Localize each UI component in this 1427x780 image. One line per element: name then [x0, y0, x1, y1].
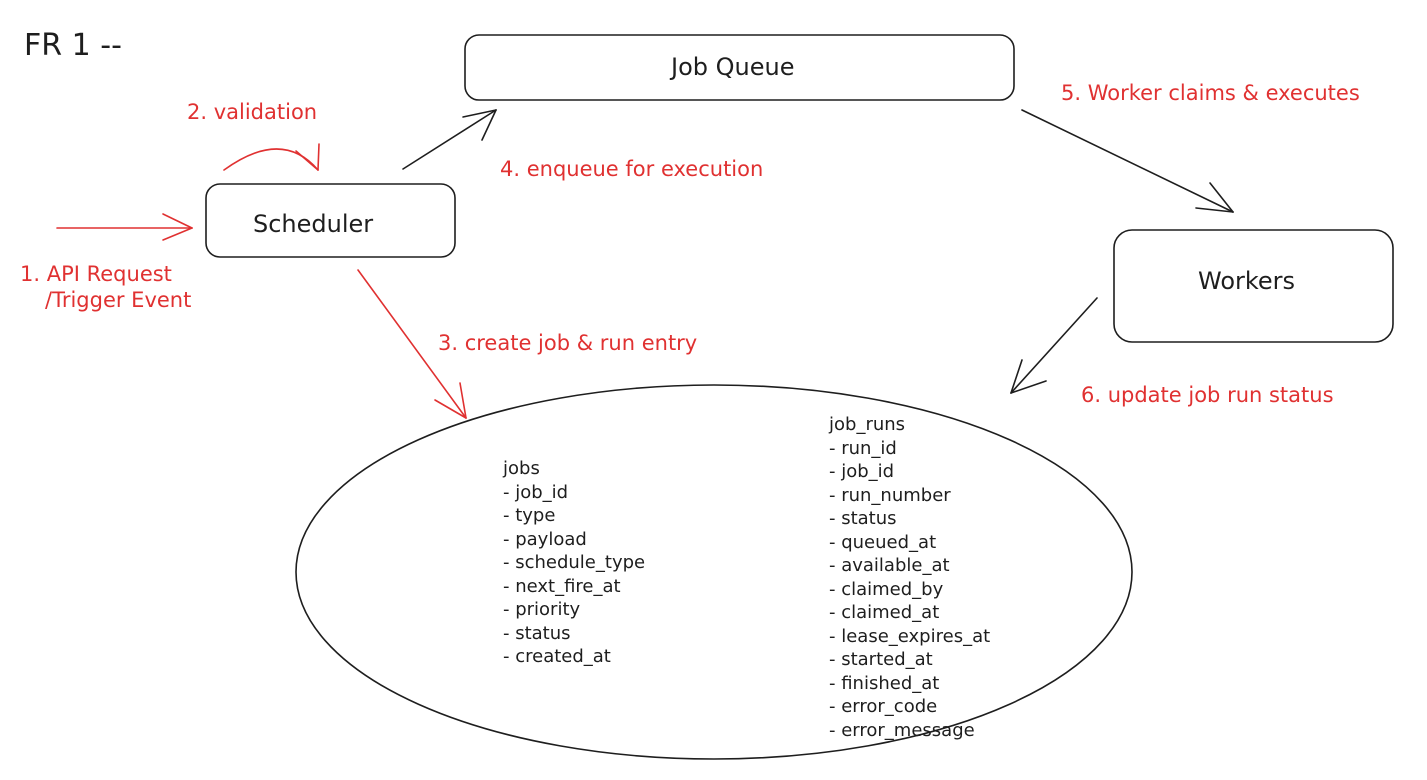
update-status-arrow — [1010, 297, 1098, 394]
job-runs-field: - claimed_by — [829, 578, 944, 600]
job-runs-field: - started_at — [829, 649, 933, 670]
jobs-table-name: jobs — [503, 458, 540, 479]
job-runs-table: job_runs - run_id - job_id - run_number … — [829, 413, 990, 742]
step1-label-line1: 1. API Request — [20, 262, 172, 286]
jobs-field: - next_fire_at — [503, 575, 621, 597]
request-arrow — [56, 213, 193, 241]
job-runs-field: - claimed_at — [829, 602, 940, 623]
enqueue-arrow — [402, 109, 497, 170]
database-ellipse[interactable] — [295, 384, 1133, 760]
create-entry-arrow — [357, 269, 467, 419]
step4-label: 4. enqueue for execution — [500, 157, 764, 181]
jobs-field: - schedule_type — [503, 552, 646, 573]
job-runs-field: - run_id — [829, 437, 897, 459]
diagram-title: FR 1 -- — [24, 28, 122, 63]
claim-arrow — [1021, 109, 1234, 213]
jobs-field: - priority — [503, 599, 581, 620]
validation-arrow — [223, 143, 320, 171]
jobs-field: - payload — [503, 528, 587, 550]
job-runs-field: - status — [829, 508, 897, 529]
step5-label: 5. Worker claims & executes — [1061, 81, 1360, 105]
workers-box[interactable] — [1113, 229, 1394, 343]
job-runs-field: - finished_at — [829, 672, 940, 694]
jobs-field: - status — [503, 622, 571, 644]
step6-label: 6. update job run status — [1081, 383, 1334, 407]
job-runs-field: - error_message — [829, 719, 975, 741]
job-runs-field: - job_id — [829, 461, 895, 482]
workers-label: Workers — [1198, 267, 1296, 295]
job-runs-field: - error_code — [829, 696, 938, 717]
job-runs-field: - queued_at — [829, 531, 937, 553]
scheduler-label: Scheduler — [253, 210, 374, 238]
step3-label: 3. create job & run entry — [438, 331, 698, 355]
job-runs-field: - run_number — [829, 484, 951, 506]
job-runs-field: - lease_expires_at — [829, 625, 991, 647]
job-queue-box[interactable] — [464, 34, 1015, 101]
job-runs-table-name: job_runs — [829, 414, 906, 435]
jobs-field: - type — [503, 505, 556, 526]
job-runs-field: - available_at — [829, 555, 950, 576]
job-queue-label: Job Queue — [671, 53, 795, 81]
jobs-field: - created_at — [503, 646, 611, 667]
step2-label: 2. validation — [187, 100, 318, 124]
jobs-table: jobs - job_id - type - payload - schedul… — [503, 457, 645, 669]
scheduler-box[interactable] — [205, 183, 456, 258]
jobs-field: - job_id — [503, 481, 569, 503]
step1-label-line2: /Trigger Event — [45, 288, 192, 312]
